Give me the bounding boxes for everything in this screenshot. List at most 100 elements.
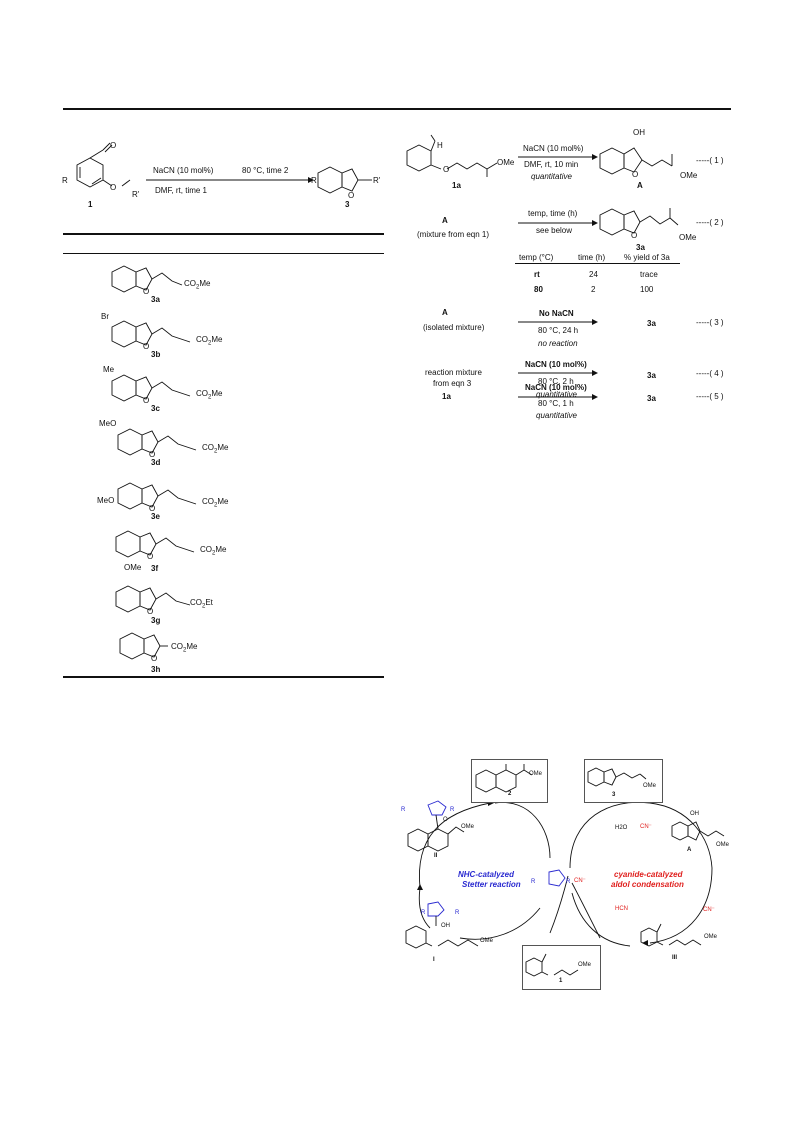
II-r-right: R (450, 807, 455, 813)
table-rule-2 (63, 253, 384, 254)
eq5-left-label: 1a (442, 392, 451, 401)
general-arrow-top1: NaCN (10 mol%) (153, 166, 214, 175)
box3-ome: OMe (643, 783, 657, 789)
group-3b: CO2Me (196, 335, 223, 347)
eq2-r1-yield: trace (640, 270, 658, 279)
eq4-prod: 3a (647, 371, 656, 380)
eq1-h: H (437, 141, 443, 150)
group-3e: CO2Me (202, 497, 229, 509)
sub-3f: OMe (124, 563, 142, 572)
eq1-oh: OH (633, 128, 645, 137)
eq3-tag: -----( 3 ) (696, 318, 724, 327)
structure-2 (475, 764, 533, 793)
scheme-o-ald: O (110, 141, 117, 150)
group-3a: CO2Me (184, 279, 211, 291)
label-product-3: 3 (345, 200, 350, 209)
I-oh: OH (441, 923, 450, 929)
nhc-r-right: R (566, 879, 571, 885)
structure-1a (406, 134, 498, 177)
nhc-center (548, 869, 566, 887)
o-3d: O (149, 450, 156, 459)
eq2-ome: OMe (679, 233, 697, 242)
eq2-th-yield: % yield of 3a (624, 253, 670, 262)
box2-ome: OMe (529, 771, 543, 777)
cn-center: CN⁻ (574, 878, 586, 884)
cn-right: CN⁻ (703, 907, 715, 913)
table-rule-1 (63, 233, 384, 235)
A-ome: OMe (716, 842, 730, 848)
eq1-o-ring: O (632, 170, 639, 179)
eq4-tag: -----( 4 ) (696, 369, 724, 378)
eq1-ome: OMe (497, 158, 515, 167)
label-3g: 3g (151, 616, 161, 625)
intermediate-III (640, 923, 702, 947)
structure-A (599, 147, 673, 175)
group-3c: CO2Me (196, 389, 223, 401)
label-start-1: 1 (88, 200, 93, 209)
II-o-minus: O⁻ (443, 817, 451, 823)
sub-3b: Br (101, 312, 109, 321)
table-rule-3 (63, 676, 384, 678)
structure-3f (115, 530, 195, 558)
eq3-top: No NaCN (539, 309, 574, 318)
general-arrow-bot1: DMF, rt, time 1 (155, 186, 208, 195)
top-rule (63, 108, 731, 110)
eq2-r2-temp: 80 (534, 285, 543, 294)
h2o: H2O (615, 825, 628, 831)
nhc-r-left: R (531, 879, 536, 885)
aldehyde-1-structure (76, 142, 131, 188)
eq5-tag: -----( 5 ) (696, 392, 724, 401)
eq1-tag: -----( 1 ) (696, 156, 724, 165)
eq5-prod: 3a (647, 394, 656, 403)
scheme-r: R (62, 176, 68, 185)
eq3-bot: no reaction (538, 339, 578, 348)
eq2-r2-time: 2 (591, 285, 596, 294)
box-product-2 (471, 759, 548, 803)
eq2-th-temp: temp (°C) (519, 253, 554, 262)
eq5-mid: 80 °C, 1 h (538, 399, 574, 408)
box1-ome: OMe (578, 962, 592, 968)
right-cycle-title-2: aldol condensation (611, 880, 684, 889)
structure-3-box (587, 767, 647, 787)
structure-3g (115, 585, 191, 613)
structure-3b (111, 320, 191, 348)
eq4-arrow (518, 370, 598, 376)
III-label: III (672, 955, 678, 961)
product-o: O (348, 191, 355, 200)
eq3-left-label: A (442, 308, 448, 317)
I-r-left: R (421, 910, 426, 916)
II-r-left: R (401, 807, 406, 813)
III-ome: OMe (704, 934, 718, 940)
label-3h: 3h (151, 665, 161, 674)
eq4-bot: quantitative (536, 390, 577, 399)
I-r-right: R (455, 910, 460, 916)
product-r: R (311, 176, 317, 185)
structure-3a-eq2 (599, 208, 679, 236)
general-arrow (146, 177, 314, 183)
eq5-arrow (518, 394, 598, 400)
o-3g: O (147, 607, 154, 616)
intermediate-II (407, 800, 465, 852)
right-cycle-title-1: cyanide-catalyzed (614, 870, 683, 879)
scheme-rprime: R' (132, 190, 140, 199)
eq5-bot: quantitative (536, 411, 577, 420)
left-cycle-title-1: NHC-catalyzed (458, 870, 515, 879)
eq1-ome-prod: OMe (680, 171, 698, 180)
box3-label: 3 (612, 792, 616, 798)
structure-3h (119, 632, 168, 660)
structure-3a (111, 265, 183, 293)
A-label: A (687, 847, 692, 853)
eq2-table-top (515, 263, 680, 264)
eq3-left-sub: (isolated mixture) (423, 323, 485, 332)
II-label: II (434, 853, 438, 859)
o-3h: O (151, 654, 158, 663)
structure-3e (117, 482, 197, 510)
o-3f: O (147, 552, 154, 561)
eq1-o-ether: O (443, 165, 450, 174)
eq4-left-label: reaction mixture (425, 368, 482, 377)
eq1-prod-label: A (637, 181, 643, 190)
I-label: I (433, 957, 435, 963)
structure-1-box (525, 953, 579, 977)
product-rprime: R' (373, 176, 381, 185)
eq2-top: temp, time (h) (528, 209, 578, 218)
